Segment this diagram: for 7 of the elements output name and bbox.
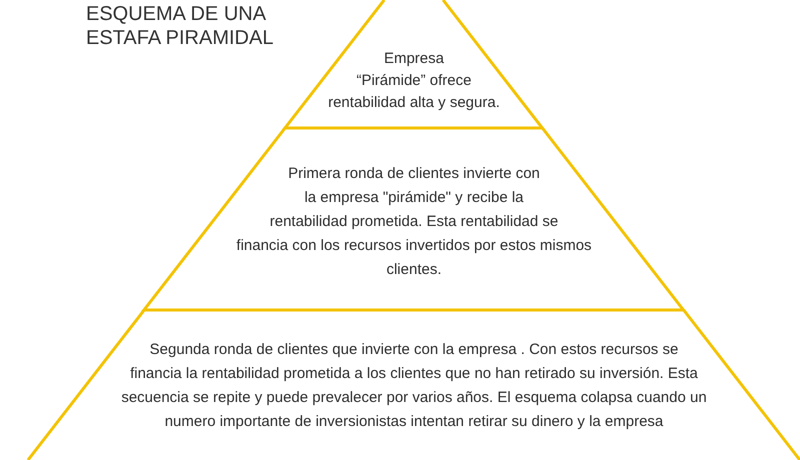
- tier-text: Segunda ronda de clientes que invierte con la empresa . Con estos recursos se financia la rentabilidad prometida a los clientes que no han retirado su inversión. Esta secuencia se repite y puede prevalecer por varios años. El esquema colapsa cuando un numero importante de inversionistas intentan retirar su dinero y la empresa: [121, 341, 707, 430]
- pyramid-tier: [285, 0, 543, 128]
- tier-text: Primera ronda de clientes invierte con la empresa "pirámide" y recibe la rentabilidad prometida. Esta rentabilidad se financia con los recursos invertidos por estos mismos clientes.: [236, 165, 592, 278]
- diagram-title: ESQUEMA DE UNA ESTAFA PIRAMIDAL: [86, 2, 274, 50]
- pyramid-tier: [144, 128, 684, 310]
- pyramid-tier: [28, 310, 800, 460]
- tier-text: Empresa “Pirámide” ofrece rentabilidad alta y segura.: [328, 50, 500, 111]
